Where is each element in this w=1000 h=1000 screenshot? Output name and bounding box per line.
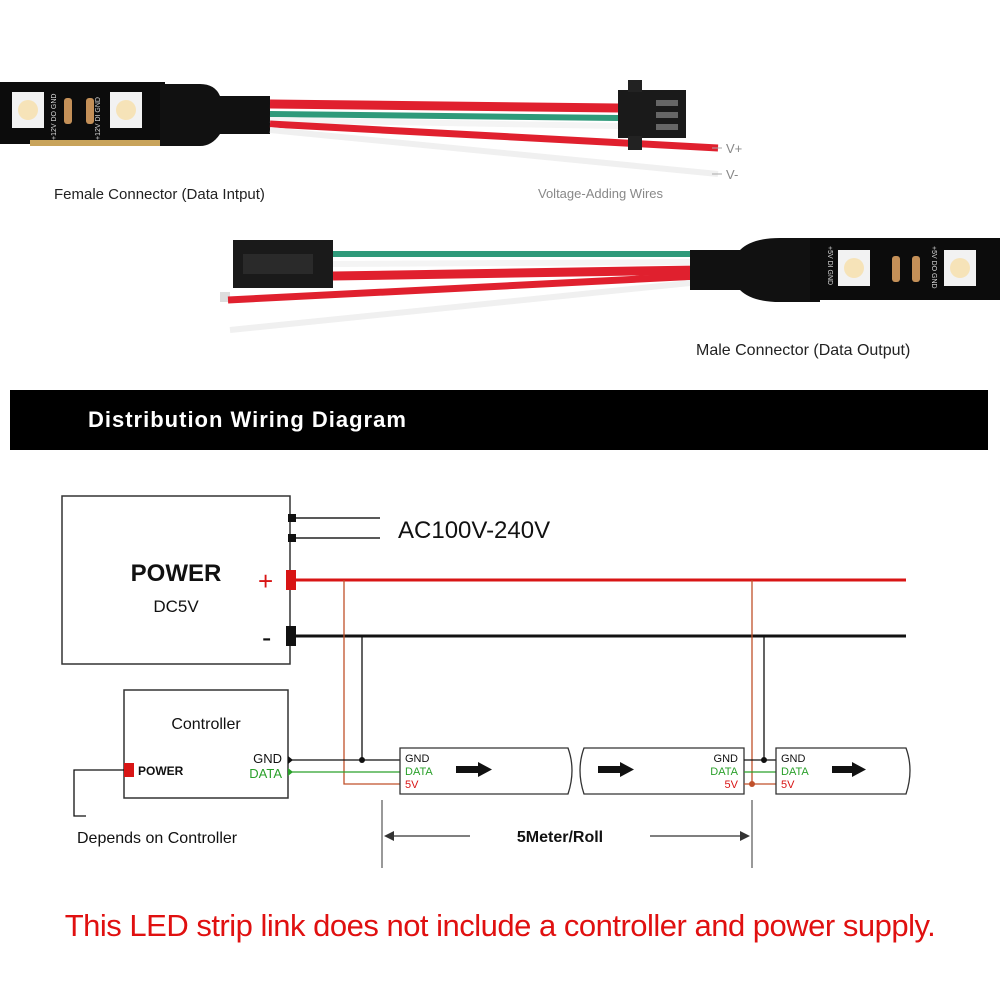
- pcb-text-male-2: +5V DO GND: [930, 246, 937, 289]
- plus-terminal-label: +: [258, 566, 273, 596]
- minus-terminal-label: -: [262, 622, 271, 653]
- male-connector-photo: +5V DI GND +5V DO GND: [220, 238, 1000, 333]
- v-plus-label: V+: [726, 141, 742, 156]
- pcb-text-female-2: +12V DI GND: [95, 97, 102, 140]
- strip1-5v-label: 5V: [405, 779, 419, 791]
- strip1-gnd-label: GND: [405, 753, 430, 765]
- voltage-wires-caption: Voltage-Adding Wires: [538, 186, 664, 201]
- male-connector-caption: Male Connector (Data Output): [696, 342, 910, 359]
- controller-data-label: DATA: [249, 766, 282, 781]
- banner-title: Distribution Wiring Diagram: [88, 407, 407, 432]
- ac-terminal-2: [288, 534, 296, 542]
- strip2-5v-label: 5V: [725, 779, 739, 791]
- ac-input-label: AC100V-240V: [398, 517, 550, 544]
- section-banner: Distribution Wiring Diagram: [10, 390, 988, 450]
- strip3-data-label: DATA: [781, 766, 809, 778]
- ac-terminal-1: [288, 514, 296, 522]
- led-strip-segment-1: GND DATA 5V: [399, 747, 573, 795]
- positive-terminal: [286, 570, 296, 590]
- led-strip-segment-2: GND DATA 5V: [579, 747, 745, 795]
- strip3-direction-arrow-icon: [832, 762, 866, 777]
- length-dimension: 5Meter/Roll: [381, 800, 753, 868]
- controller-box: [123, 689, 289, 799]
- depends-on-controller-label: Depends on Controller: [77, 830, 238, 847]
- pcb-text-female-1: +12V DO GND: [51, 94, 58, 141]
- strip2-gnd-label: GND: [714, 753, 739, 765]
- power-title: POWER: [131, 560, 222, 587]
- strip1-direction-arrow-icon: [456, 762, 492, 777]
- controller-title: Controller: [171, 716, 241, 733]
- controller-power-port: [124, 763, 134, 777]
- strip3-5v-label: 5V: [781, 779, 795, 791]
- power-supply-box: [61, 495, 291, 665]
- length-label: 5Meter/Roll: [517, 829, 603, 846]
- strip2-direction-arrow-icon: [598, 762, 634, 777]
- controller-gnd-label: GND: [253, 751, 282, 766]
- power-voltage: DC5V: [153, 597, 199, 616]
- female-connector-caption: Female Connector (Data Intput): [54, 186, 265, 203]
- strip2-data-label: DATA: [710, 766, 738, 778]
- disclaimer-text: This LED strip link does not include a c…: [64, 908, 936, 943]
- controller-power-label: POWER: [138, 764, 184, 778]
- led-strip-segment-3: GND DATA 5V: [775, 747, 911, 795]
- v-minus-label: V-: [726, 167, 738, 182]
- strip1-data-label: DATA: [405, 766, 433, 778]
- negative-terminal: [286, 626, 296, 646]
- pcb-text-male-1: +5V DI GND: [826, 246, 833, 285]
- female-connector-photo: +12V DO GND +12V DI GND: [0, 80, 722, 177]
- strip3-gnd-label: GND: [781, 753, 806, 765]
